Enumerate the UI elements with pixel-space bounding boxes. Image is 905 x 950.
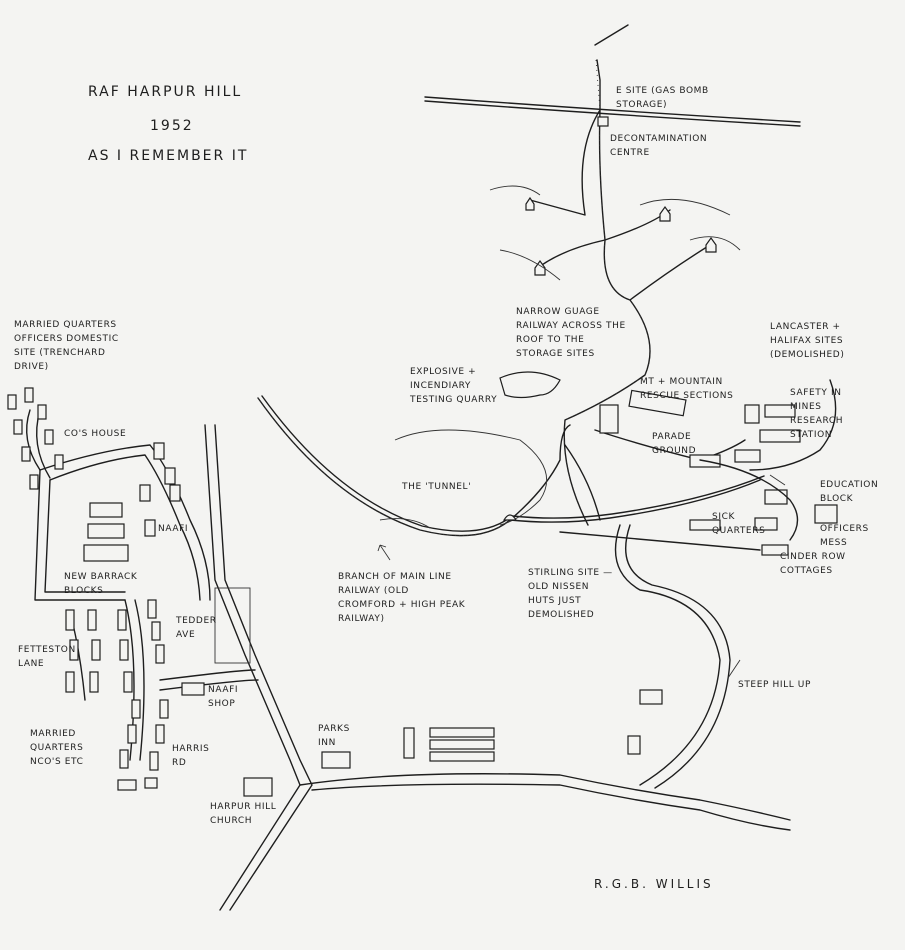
map-title-line-2: 1952 xyxy=(150,118,194,134)
main-railway-branch xyxy=(257,395,765,551)
camp-buildings xyxy=(594,379,838,556)
label-branch-railway: BRANCH OF MAIN LINE RAILWAY (OLD CROMFOR… xyxy=(338,572,466,624)
label-decontamination-centre: DECONTAMINATION CENTRE xyxy=(610,134,708,158)
label-harpur-hill-church: HARPUR HILL CHURCH xyxy=(210,802,277,826)
label-parade-ground: PARADE GROUND xyxy=(652,432,697,456)
label-naafi: NAAFI xyxy=(158,524,189,534)
label-cos-house: CO'S HOUSE xyxy=(64,429,127,439)
label-fetteston-lane: FETTESTON LANE xyxy=(18,645,76,669)
pointer-arrows xyxy=(377,474,786,679)
label-safety-in-mines: SAFETY IN MINES RESEARCH STATION xyxy=(790,388,844,440)
label-parks-inn: PARKS INN xyxy=(318,724,350,748)
label-mt-mountain-rescue: MT + MOUNTAIN RESCUE SECTIONS xyxy=(640,377,734,401)
map-title-line-3: AS I REMEMBER IT xyxy=(88,148,249,164)
label-sick-quarters: SICK QUARTERS xyxy=(712,512,766,536)
label-married-quarters-nco: MARRIED QUARTERS NCO'S ETC xyxy=(30,729,84,767)
label-married-quarters-officers: MARRIED QUARTERS OFFICERS DOMESTIC SITE … xyxy=(14,320,119,372)
label-officers-mess: OFFICERS MESS xyxy=(820,524,869,548)
label-new-barrack-blocks: NEW BARRACK BLOCKS xyxy=(64,572,138,596)
roads xyxy=(159,424,791,911)
label-stirling-site: STIRLING SITE — OLD NISSEN HUTS JUST DEM… xyxy=(528,568,613,620)
top-road xyxy=(424,96,801,123)
label-harris-rd: HARRIS RD xyxy=(172,744,210,768)
label-naafi-shop: NAAFI SHOP xyxy=(208,685,239,709)
label-cinder-row-cottages: CINDER ROW COTTAGES xyxy=(780,552,846,576)
label-explosive-testing-quarry: EXPLOSIVE + INCENDIARY TESTING QUARRY xyxy=(410,367,498,405)
label-steep-hill-up: STEEP HILL UP xyxy=(738,680,811,690)
storage-sites xyxy=(489,116,741,281)
label-the-tunnel: THE 'TUNNEL' xyxy=(402,482,472,492)
label-e-site: E SITE (GAS BOMB STORAGE) xyxy=(616,86,709,110)
signature: R.G.B. WILLIS xyxy=(594,877,714,891)
label-tedder-ave: TEDDER AVE xyxy=(176,616,217,640)
label-lancaster-halifax-sites: LANCASTER + HALIFAX SITES (DEMOLISHED) xyxy=(770,322,845,360)
small-buildings xyxy=(7,387,721,797)
label-education-block: EDUCATION BLOCK xyxy=(820,480,879,504)
quarry xyxy=(499,371,561,399)
map-title-line-1: RAF HARPUR HILL xyxy=(88,84,243,100)
tunnel-hill xyxy=(379,429,548,529)
label-narrow-gauge-railway: NARROW GUAGE RAILWAY ACROSS THE ROOF TO … xyxy=(516,307,626,359)
